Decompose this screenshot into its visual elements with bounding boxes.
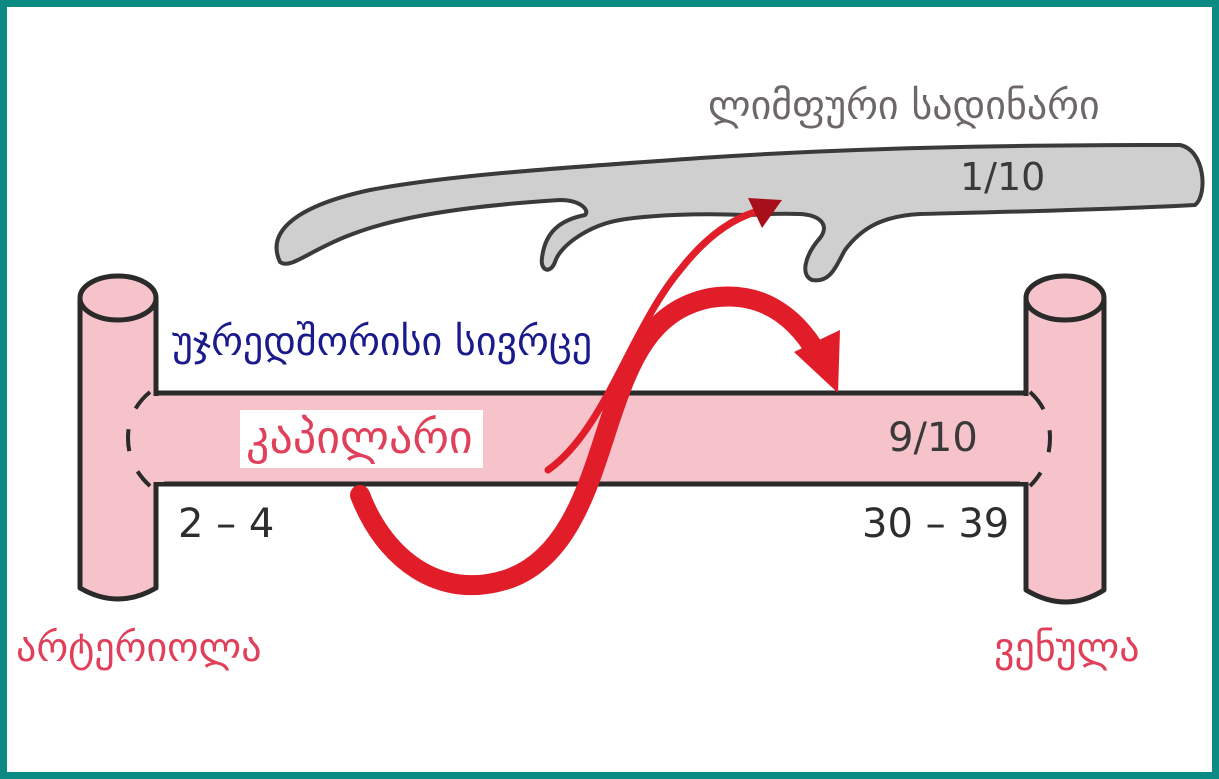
lymphatic-vessel-label: ლიმფური სადინარი xyxy=(708,86,1100,126)
venous-end-value: 30 – 39 xyxy=(862,504,1009,544)
arteriole-opening xyxy=(80,276,156,320)
lymph-fraction-label: 1/10 xyxy=(960,158,1045,196)
arterial-end-value: 2 – 4 xyxy=(178,504,274,544)
interstitial-space-label: უჯრედშორისი სივრცე xyxy=(172,322,592,362)
capillary-label: კაპილარი xyxy=(240,410,483,468)
venule-opening xyxy=(1026,276,1104,320)
venule-vessel xyxy=(1026,300,1104,602)
arteriole-label: არტერიოლა xyxy=(16,628,262,668)
venule-label: ვენულა xyxy=(994,628,1140,668)
venule-junction xyxy=(1020,396,1032,482)
arteriole-vessel xyxy=(80,300,156,599)
lymphatic-vessel xyxy=(277,145,1203,280)
arteriole-junction xyxy=(150,396,164,482)
capillary-fraction-label: 9/10 xyxy=(888,418,978,458)
